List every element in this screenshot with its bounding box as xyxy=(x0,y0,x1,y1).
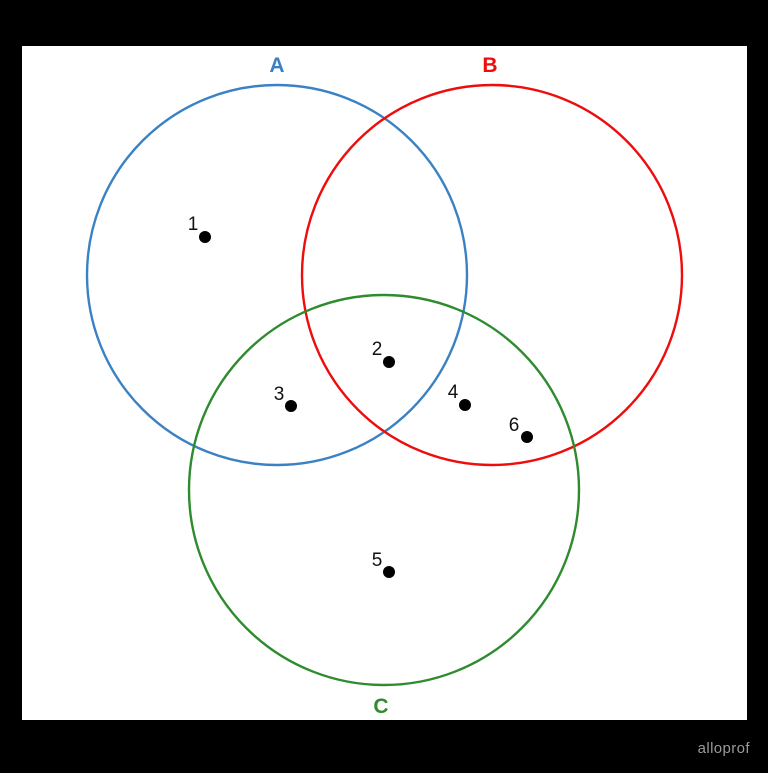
diagram-panel xyxy=(22,46,747,720)
alloprof-watermark: alloprof xyxy=(697,740,750,757)
